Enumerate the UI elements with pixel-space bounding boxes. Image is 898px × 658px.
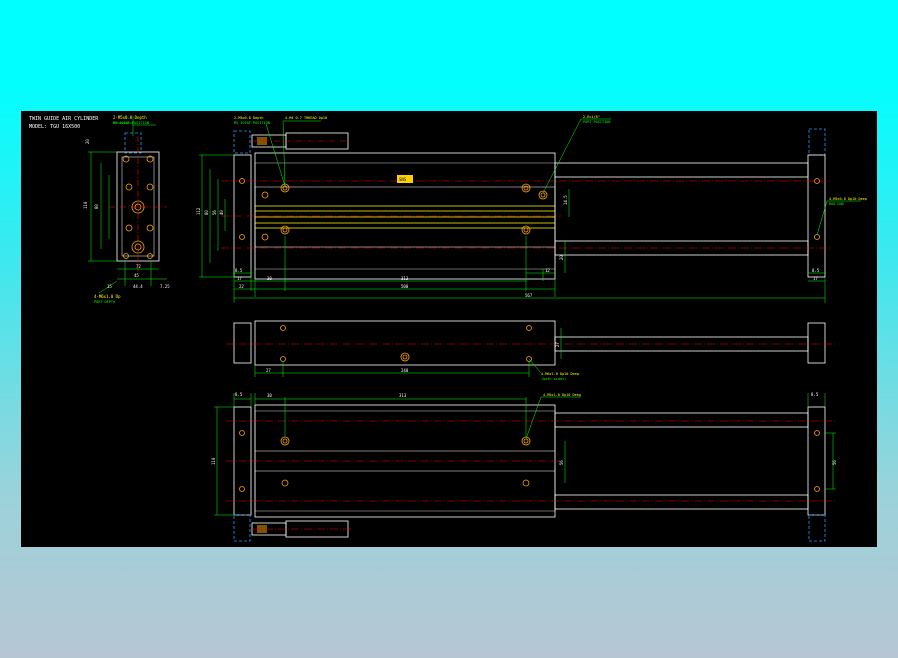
front-callout-thread: 4-M4 0.7 THREAD Dp10 (285, 116, 327, 120)
front-callout-port-sub: PORT POSITION (583, 120, 610, 124)
side-dim-w5: 7.25 (160, 284, 170, 289)
front-dim-r4: 17 (813, 276, 818, 281)
front-view: SNS (196, 115, 867, 303)
front-dim-b2: 17 (237, 276, 242, 281)
cad-drawing: TWIN GUIDE AIR CYLINDER MODEL: TGU 16X50… (29, 115, 867, 542)
front-dim-r1: 14.5 (563, 195, 568, 205)
side-view: 2-M5x0.8 Depth M5 JOINT POSITION 110 80 … (83, 115, 170, 304)
front-dim-b5: 313 (401, 276, 409, 281)
front-callout-joint-sub: M5 JOINT POSITION (234, 121, 270, 125)
front-callout-rod: 4-M5x0.8 Dp10 Deep (829, 197, 867, 201)
front-callout-rod-sub: ROD END (829, 202, 844, 206)
front-dim-b6: 12 (545, 268, 550, 273)
front-dim-b7: 500 (401, 284, 409, 289)
top-callout: 4-M6x1.0 Dp10 Deep (541, 372, 579, 376)
bottom-dim-t2: 30 (267, 393, 272, 398)
side-dim-h2: 80 (94, 204, 99, 209)
front-dim-r2: 20 (559, 255, 564, 260)
bottom-dim-t1: 8.5 (235, 392, 243, 397)
bottom-dim-mid: 56 (559, 460, 564, 465)
side-dim-w1: 15 (107, 284, 112, 289)
bottom-callout: 4-M5x1.0 Dp10 Deep (543, 393, 581, 397)
front-dim-b3: 22 (239, 284, 244, 289)
side-dim-w4: 44.4 (133, 284, 143, 289)
front-dim-b1: 8.5 (235, 268, 243, 273)
front-dim-h4: 40 (219, 210, 224, 215)
side-dim-h: 110 (83, 201, 88, 209)
top-callout-sub: (both sides) (541, 377, 566, 381)
title-line-2: MODEL: TGU 16X500 (29, 124, 80, 130)
front-dim-h1: 112 (196, 207, 201, 215)
top-dim-1: 27 (266, 368, 271, 373)
side-callout-bottom-sub: PORT DEPTH (94, 300, 115, 304)
bottom-dim-right: 56 (832, 460, 837, 465)
front-dim-h2: 80 (204, 210, 209, 215)
top-view: 27 248 27 4-M6x1.0 Dp10 Deep (both sides… (226, 320, 836, 381)
cad-drawing-canvas: TWIN GUIDE AIR CYLINDER MODEL: TGU 16X50… (21, 111, 877, 547)
bottom-dim-t4: 8.5 (811, 392, 819, 397)
bottom-view: 8.5 30 313 8.5 110 56 56 4-M5x1.0 Dp10 D… (211, 392, 837, 542)
front-callout-port: 2-Rc1/8" (583, 115, 600, 119)
side-callout-sub: M5 JOINT POSITION (113, 121, 149, 125)
side-dim-w3: 45 (134, 273, 139, 278)
name-plate: SNS (399, 177, 407, 182)
bottom-dim-left: 110 (211, 457, 216, 465)
front-callout-joint: 2-M5x0.8 Depth (234, 116, 264, 120)
side-callout-bottom: 4-M6x1.0 Dp (94, 294, 121, 299)
front-dim-r3: 8.5 (812, 268, 820, 273)
bottom-dim-t3: 313 (399, 393, 407, 398)
side-callout-top: 2-M5x0.8 Depth (113, 115, 147, 120)
front-dim-b4: 30 (267, 276, 272, 281)
top-dim-3: 27 (555, 342, 560, 347)
side-dim-top: 20 (85, 139, 90, 144)
front-dim-h3: 56 (212, 210, 217, 215)
front-dim-b8: 567 (525, 293, 533, 298)
side-dim-w2: 72 (136, 264, 141, 269)
title-line-1: TWIN GUIDE AIR CYLINDER (29, 116, 99, 122)
top-dim-2: 248 (401, 368, 409, 373)
